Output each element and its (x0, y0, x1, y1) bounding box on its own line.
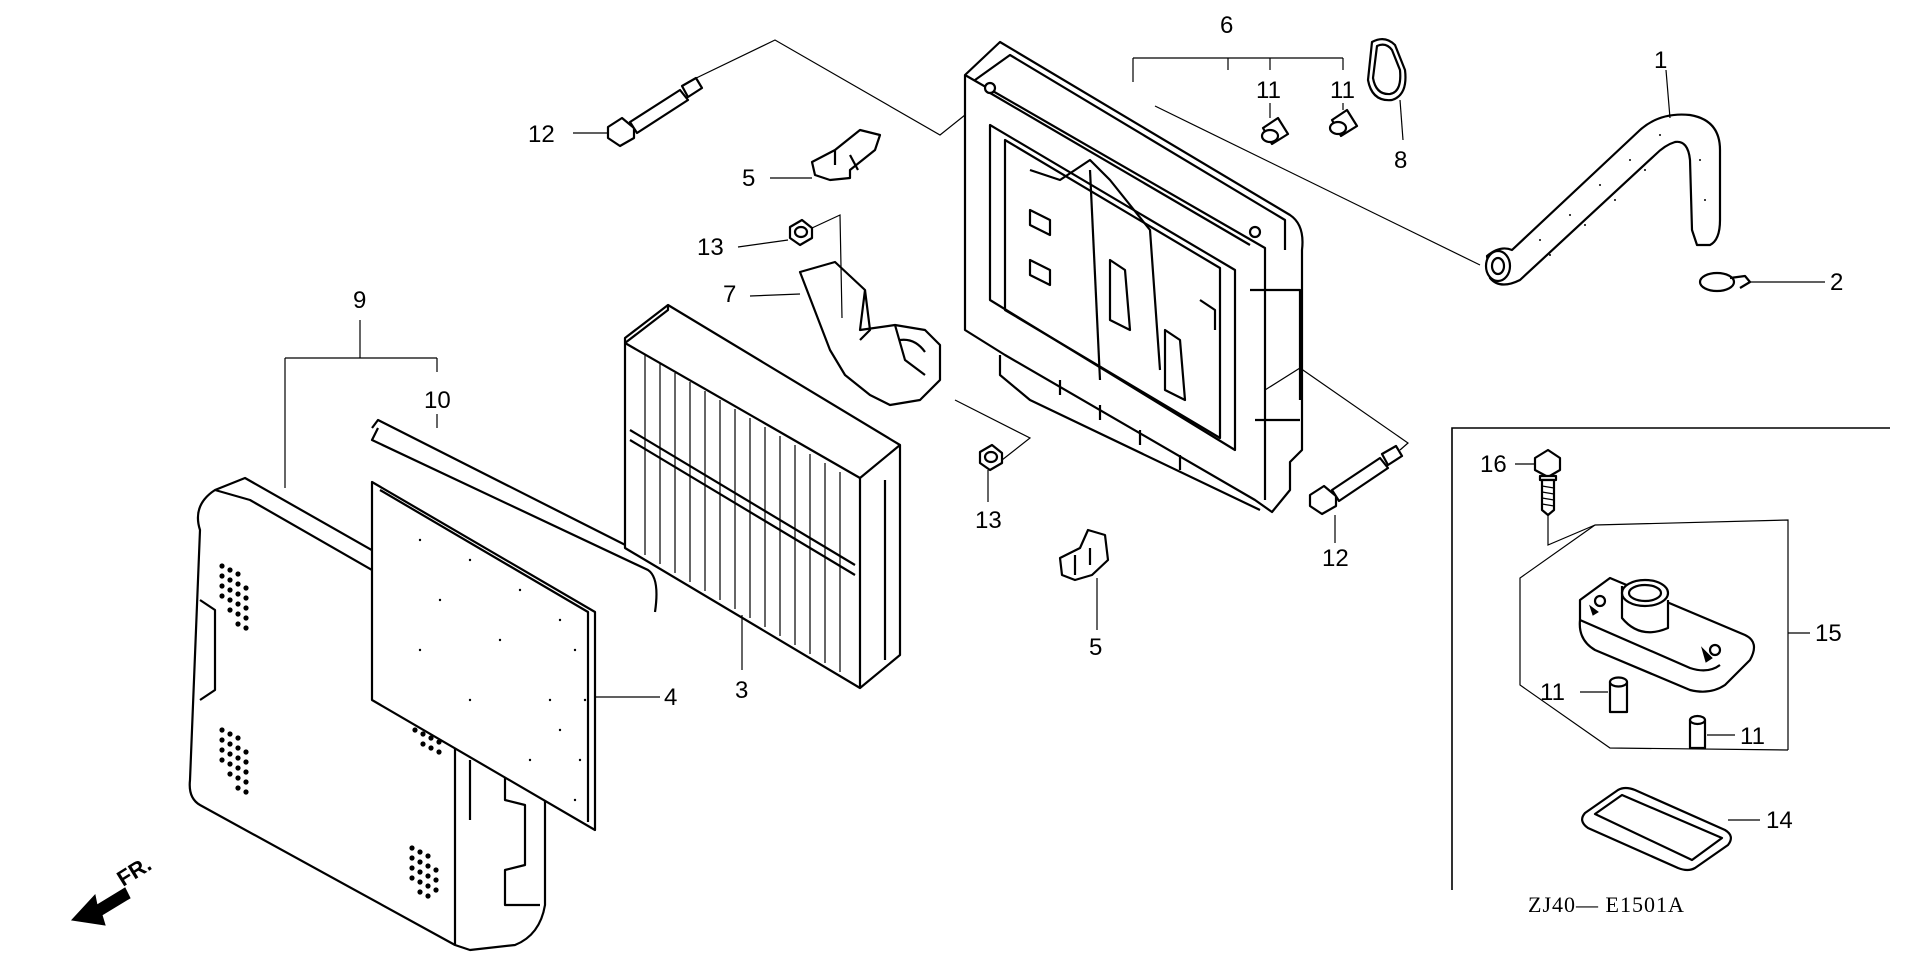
callout-6: 6 (1220, 12, 1233, 39)
callout-15: 15 (1815, 620, 1842, 647)
cover-vent-holes-lower-left (219, 727, 249, 795)
filter-pleats (644, 355, 841, 672)
dowel-pin-upper-left (1260, 116, 1290, 146)
cover-vent-holes-upper (219, 563, 249, 631)
flange-bolt-upper (606, 76, 704, 148)
adapter-bolt (1533, 448, 1562, 517)
tube-clip (1698, 271, 1752, 293)
dowel-pin-inset-left (1608, 676, 1629, 714)
front-direction-arrow-icon: FR. (70, 851, 156, 926)
callout-11-inset-right: 11 (1740, 723, 1765, 750)
callout-12-upper: 12 (528, 121, 555, 148)
callout-13-lower: 13 (975, 507, 1002, 534)
callout-16: 16 (1480, 451, 1507, 478)
intake-duct (798, 260, 942, 407)
callout-8: 8 (1394, 147, 1407, 174)
grommet-lower (978, 443, 1004, 472)
callout-7: 7 (723, 281, 736, 308)
paper-filter-element (623, 303, 902, 690)
callout-14: 14 (1766, 807, 1793, 834)
clamp-clip-upper (810, 128, 882, 182)
callout-3: 3 (735, 677, 748, 704)
cover-seal-strip (370, 418, 658, 613)
air-cleaner-adapter (1578, 576, 1756, 693)
pre-filter-foam (370, 480, 597, 832)
callout-11-inset-left: 11 (1540, 679, 1565, 706)
diagram-code: ZJ40— E1501A (1528, 892, 1685, 917)
dowel-pin-inset-right (1688, 714, 1707, 750)
callout-5-lower: 5 (1089, 634, 1102, 661)
callout-5-upper: 5 (742, 165, 755, 192)
callout-10: 10 (424, 387, 451, 414)
flange-bolt-lower (1308, 444, 1404, 516)
leader-lines (284, 39, 1825, 821)
callout-1: 1 (1654, 47, 1667, 74)
adapter-gasket (1581, 786, 1732, 872)
breather-gasket (1366, 38, 1407, 102)
breather-tube (1484, 113, 1722, 286)
front-direction-label: FR. (112, 851, 155, 891)
air-cleaner-case (963, 40, 1304, 514)
callout-4: 4 (664, 684, 677, 711)
callout-11-upper-left: 11 (1256, 77, 1281, 104)
inset-frame (1451, 427, 1890, 890)
cover-vent-holes-bottom (409, 845, 439, 899)
callout-13-upper: 13 (697, 234, 724, 261)
dowel-pin-upper-right (1328, 108, 1359, 138)
grommet-upper (788, 218, 814, 247)
callout-12-lower: 12 (1322, 545, 1349, 572)
clamp-clip-lower (1058, 528, 1110, 582)
callout-2: 2 (1830, 269, 1843, 296)
callout-9: 9 (353, 287, 366, 314)
callout-11-upper-right: 11 (1330, 77, 1355, 104)
